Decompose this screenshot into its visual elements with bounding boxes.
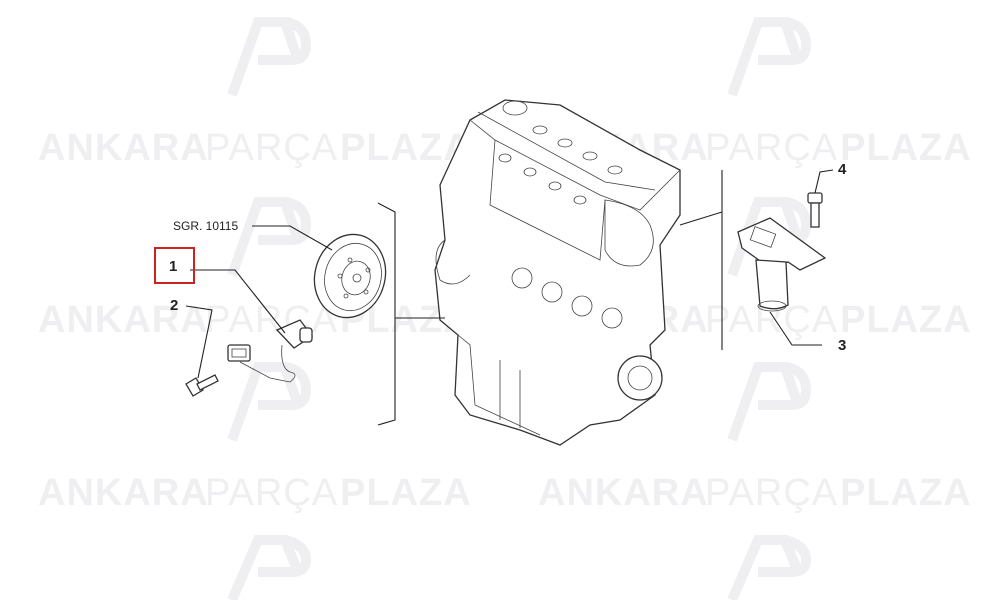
engine-block [434, 99, 681, 446]
watermark-word-2: PARÇA [205, 472, 338, 514]
callout-3[interactable]: 3 [838, 337, 846, 354]
watermark-word-3: PLAZA [840, 472, 972, 514]
cam-sensor-part [737, 217, 827, 312]
watermark-word-1: ANKARA [38, 127, 209, 169]
engine-ports [511, 267, 623, 329]
watermark-logo [227, 17, 812, 600]
watermark-word-1: ANKARA [38, 472, 209, 514]
watermark-word-3: PLAZA [340, 472, 472, 514]
watermark-row-3: ANKARA PARÇA PLAZA ANKARA PARÇA PLAZA [38, 472, 972, 514]
callouts: SGR. 10115 1 2 3 4 [154, 161, 847, 354]
watermark-word-2: PARÇA [205, 127, 338, 169]
leader-ref [252, 225, 333, 251]
watermark-word-2: PARÇA [705, 472, 838, 514]
leader-2 [185, 305, 213, 379]
flywheel-holes [337, 257, 371, 299]
watermark-word-2: PARÇA [705, 127, 838, 169]
bracket-right [679, 170, 723, 350]
watermark-word-3: PLAZA [340, 127, 472, 169]
crank-sensor-part [227, 319, 313, 383]
leader-3 [769, 311, 822, 346]
watermark-row-1: ANKARA PARÇA PLAZA ANKARA PARÇA PLAZA [38, 127, 972, 169]
watermark-word-2: PARÇA [205, 299, 338, 341]
highlight-box [154, 247, 195, 284]
bracket-left [377, 202, 445, 426]
callout-4[interactable]: 4 [838, 161, 847, 178]
bolt-part-4 [807, 192, 823, 228]
leader-4 [814, 169, 834, 194]
bolt-part-2 [185, 374, 219, 397]
leader-lines [185, 169, 834, 426]
watermark-word-1: ANKARA [538, 472, 709, 514]
engine-bolts [498, 100, 623, 205]
callout-2[interactable]: 2 [170, 297, 178, 314]
flywheel [313, 233, 387, 319]
ref-label: SGR. 10115 [173, 219, 238, 233]
watermark-word-1: ANKARA [38, 299, 209, 341]
leader-1 [190, 269, 286, 334]
callout-1[interactable]: 1 [169, 258, 177, 275]
watermark-word-3: PLAZA [840, 127, 972, 169]
watermark-word-3: PLAZA [840, 299, 972, 341]
